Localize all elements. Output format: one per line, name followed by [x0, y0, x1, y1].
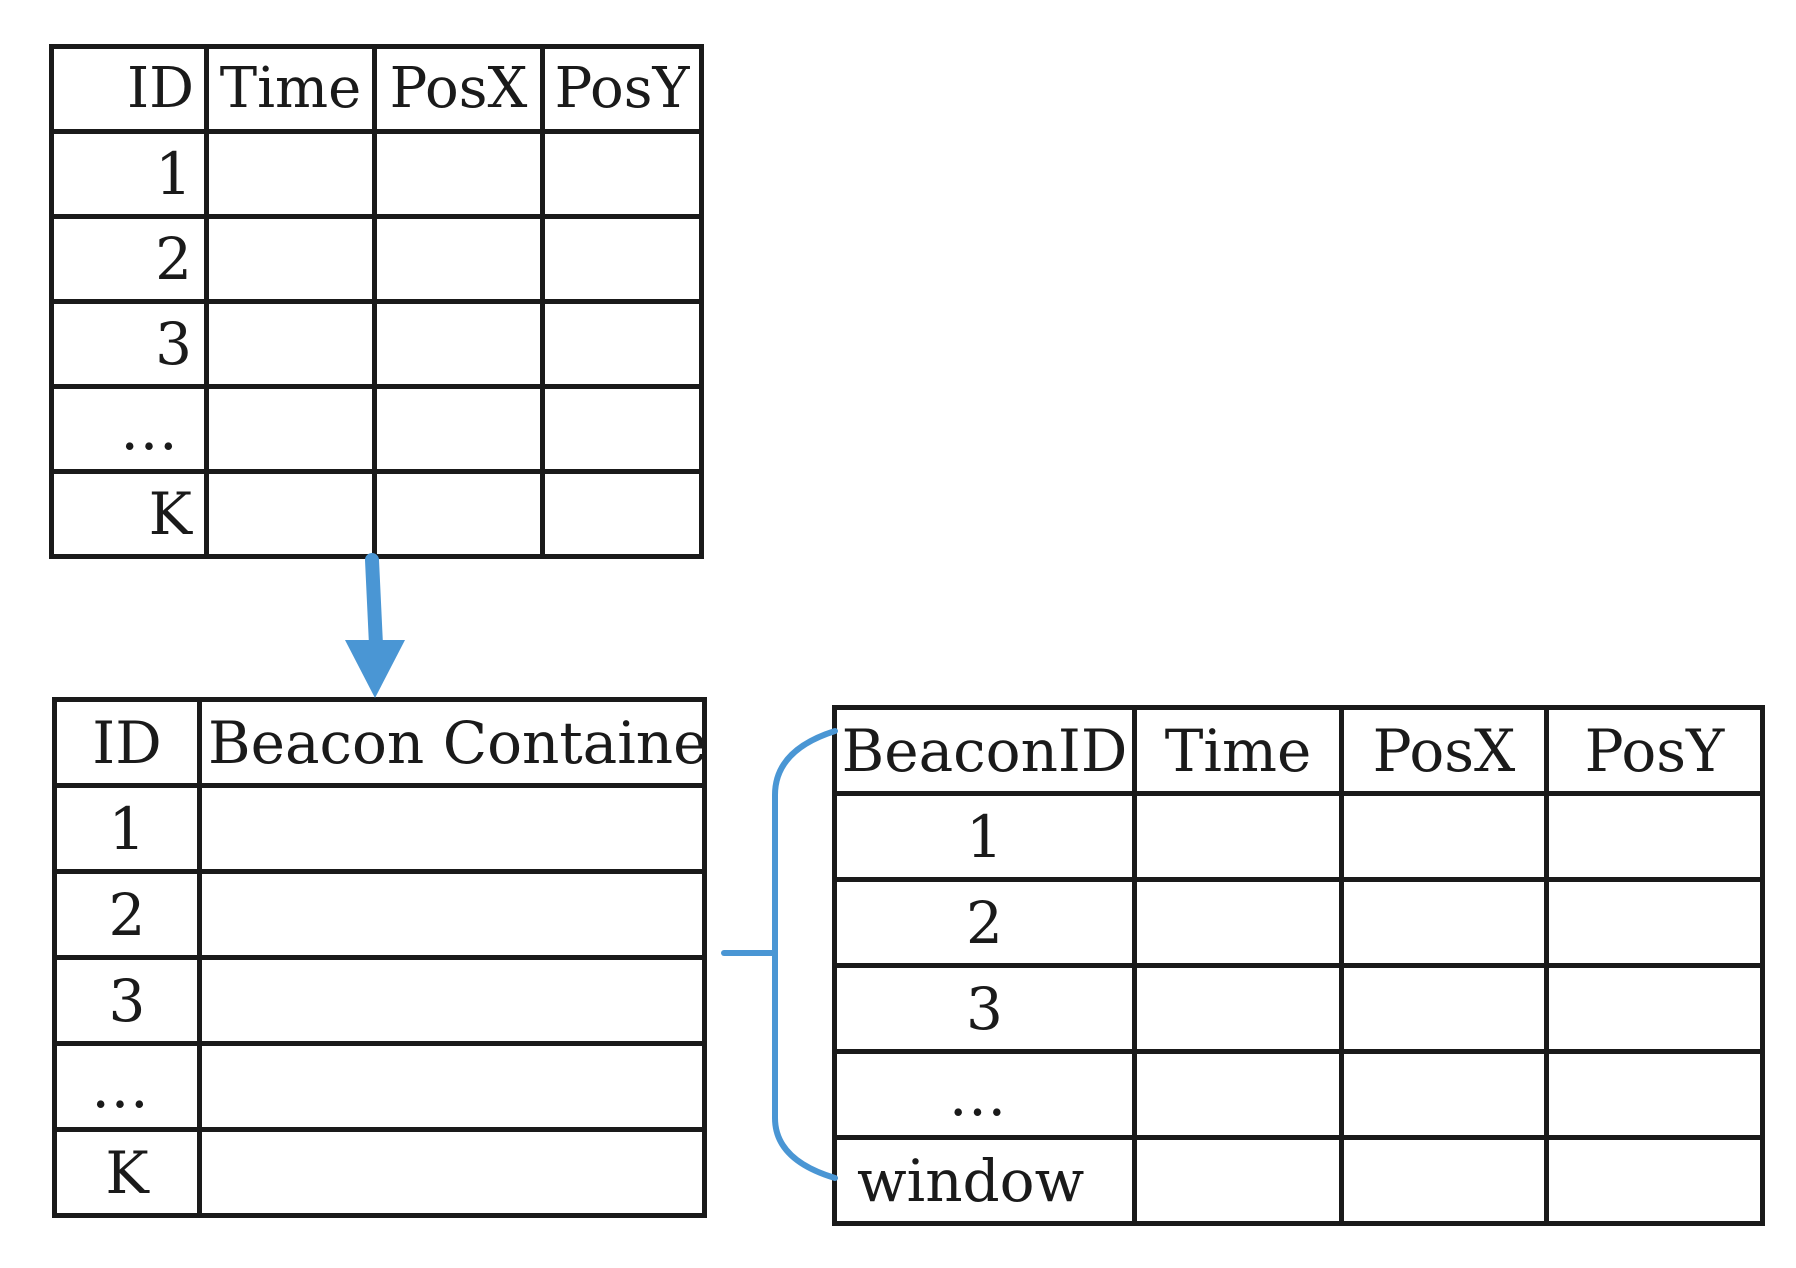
cell	[1339, 1049, 1549, 1140]
cell	[1132, 791, 1344, 882]
cell	[540, 469, 704, 559]
table-row: …	[49, 384, 704, 474]
cell	[540, 299, 704, 389]
row-id: 1	[49, 129, 209, 219]
row-id: 1	[832, 791, 1137, 882]
header-id: ID	[49, 44, 209, 134]
cell	[1544, 877, 1765, 968]
header-posx: PosX	[372, 44, 545, 134]
header-posy: PosY	[1544, 705, 1765, 796]
cell	[1132, 877, 1344, 968]
row-id-ellipsis: …	[832, 1049, 1137, 1140]
table-row: K	[52, 1127, 707, 1218]
cell	[197, 869, 707, 960]
cell	[1132, 1049, 1344, 1140]
table-header-row: ID Beacon Container	[52, 697, 707, 788]
row-id: K	[52, 1127, 202, 1218]
row-id: K	[49, 469, 209, 559]
table-row: 2	[832, 877, 1765, 968]
row-id-ellipsis: …	[52, 1041, 202, 1132]
cell	[540, 384, 704, 474]
cell	[197, 1127, 707, 1218]
row-id: 3	[52, 955, 202, 1046]
down-arrow-icon	[345, 553, 405, 698]
row-id: 2	[832, 877, 1137, 968]
cell	[197, 783, 707, 874]
cell	[204, 384, 377, 474]
cell	[1544, 1135, 1765, 1226]
header-beacon-container: Beacon Container	[197, 697, 707, 788]
header-time: Time	[1132, 705, 1344, 796]
cell	[197, 1041, 707, 1132]
table-row: …	[52, 1041, 707, 1132]
cell	[197, 955, 707, 1046]
header-posx: PosX	[1339, 705, 1549, 796]
row-id: 3	[49, 299, 209, 389]
header-time: Time	[204, 44, 377, 134]
cell	[540, 129, 704, 219]
table-header-row: ID Time PosX PosY	[49, 44, 704, 134]
cell	[1339, 1135, 1549, 1226]
row-id-window: window	[832, 1135, 1137, 1226]
cell	[372, 469, 545, 559]
cell	[540, 214, 704, 304]
cell	[204, 129, 377, 219]
row-id: 2	[49, 214, 209, 304]
cell	[1339, 963, 1549, 1054]
arrow-head	[345, 640, 405, 698]
table-row: 1	[52, 783, 707, 874]
cell	[204, 299, 377, 389]
beacon-window-table: BeaconID Time PosX PosY 1 2 3 … window	[832, 705, 1765, 1226]
cell	[372, 129, 545, 219]
header-beacon-id: BeaconID	[832, 705, 1137, 796]
arrow-shaft	[365, 553, 383, 652]
cell	[204, 214, 377, 304]
cell	[1544, 791, 1765, 882]
row-id: 3	[832, 963, 1137, 1054]
table-row: 1	[832, 791, 1765, 882]
curly-bracket-icon	[721, 728, 838, 1181]
header-posy: PosY	[540, 44, 704, 134]
table-row: 3	[52, 955, 707, 1046]
beacon-container-table: ID Beacon Container 1 2 3 … K	[52, 697, 707, 1218]
cell	[1544, 963, 1765, 1054]
row-id-ellipsis: …	[49, 384, 209, 474]
table-row: 1	[49, 129, 704, 219]
table-row: …	[832, 1049, 1765, 1140]
cell	[1339, 791, 1549, 882]
cell	[1544, 1049, 1765, 1140]
cell	[1339, 877, 1549, 968]
header-id: ID	[52, 697, 202, 788]
table-row: K	[49, 469, 704, 559]
cell	[1132, 1135, 1344, 1226]
table-row: 2	[49, 214, 704, 304]
table-row: 3	[49, 299, 704, 389]
cell	[204, 469, 377, 559]
cell	[372, 384, 545, 474]
trajectory-table: ID Time PosX PosY 1 2 3 … K	[49, 44, 704, 559]
cell	[372, 214, 545, 304]
cell	[1132, 963, 1344, 1054]
row-id: 1	[52, 783, 202, 874]
bracket-path	[772, 728, 838, 1181]
cell	[372, 299, 545, 389]
row-id: 2	[52, 869, 202, 960]
table-row: 3	[832, 963, 1765, 1054]
table-row: 2	[52, 869, 707, 960]
table-row: window	[832, 1135, 1765, 1226]
table-header-row: BeaconID Time PosX PosY	[832, 705, 1765, 796]
